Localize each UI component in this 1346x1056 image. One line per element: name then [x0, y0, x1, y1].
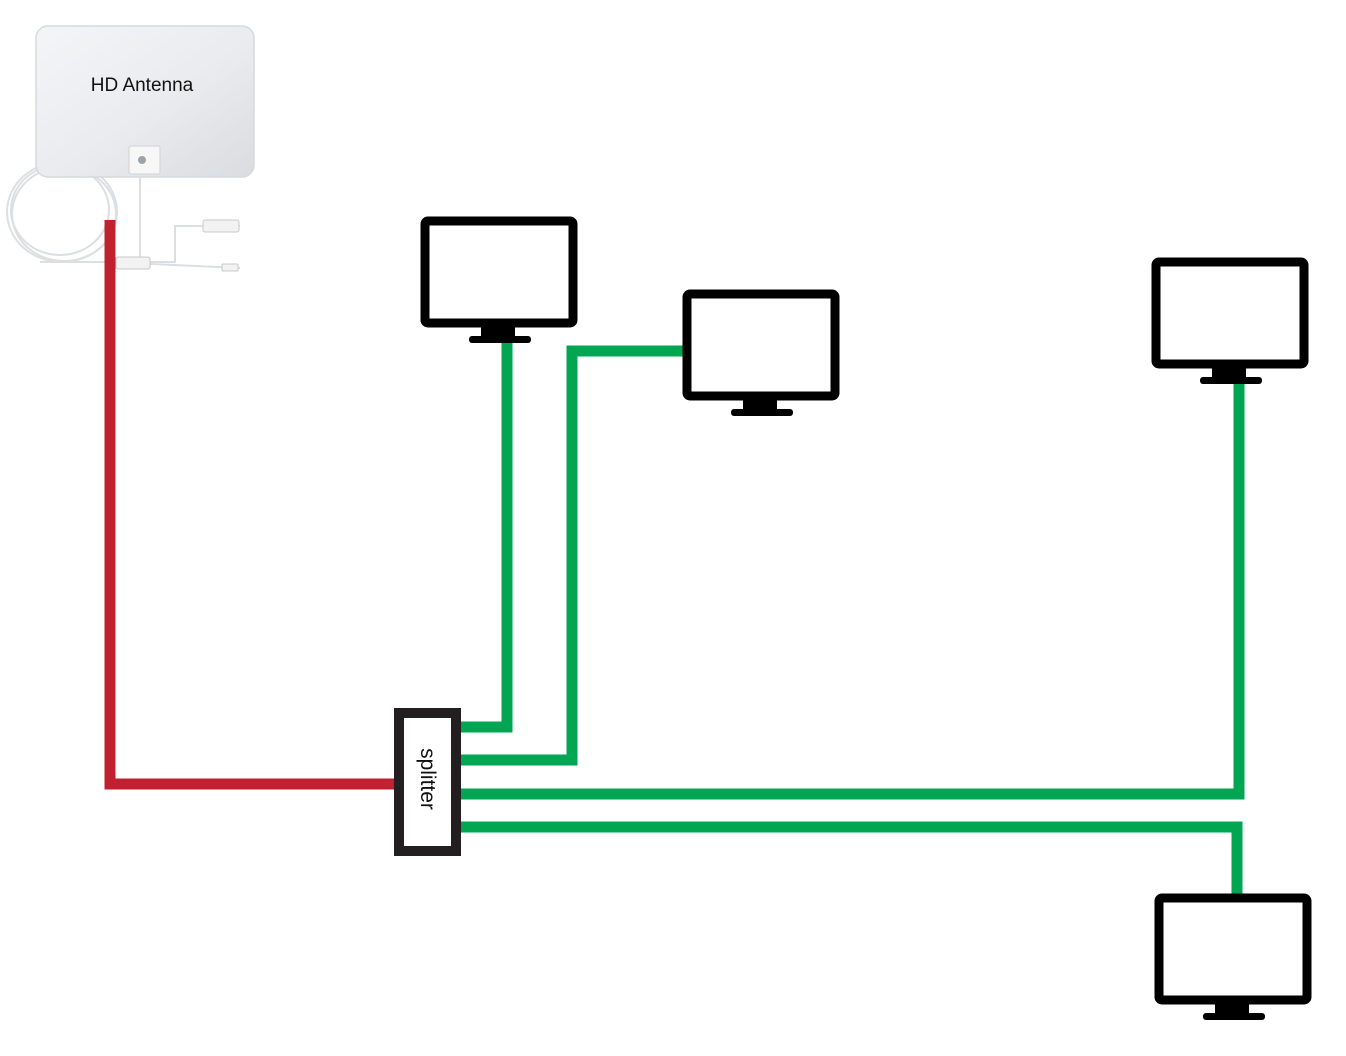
brand-logo-icon — [138, 156, 146, 164]
output-cable-tv-1 — [459, 340, 513, 733]
output-cables — [459, 340, 1245, 896]
coax-connector — [115, 256, 151, 270]
tv-4 — [1154, 893, 1312, 1020]
splitter: splitter — [394, 708, 461, 856]
splitter-label: splitter — [416, 748, 439, 810]
antenna: HD Antenna — [6, 25, 255, 272]
usb-plug — [221, 263, 239, 272]
antenna-label: HD Antenna — [91, 75, 194, 96]
splitter-box — [394, 708, 461, 856]
tv-icon — [1151, 257, 1309, 384]
tv-3 — [1151, 257, 1309, 384]
output-cable-tv-2 — [459, 345, 685, 766]
tv-1 — [420, 216, 578, 343]
antenna-panel — [35, 25, 255, 178]
antenna-cable-coil — [6, 161, 241, 269]
output-cable-tv-4 — [459, 821, 1243, 896]
tv-icon — [682, 289, 840, 416]
tv-2 — [682, 289, 840, 416]
input-cable — [104, 220, 396, 790]
tv-icon — [420, 216, 578, 343]
usb-power-plug — [202, 219, 240, 233]
output-cable-tv-3 — [459, 380, 1245, 800]
tv-icon — [1154, 893, 1312, 1020]
